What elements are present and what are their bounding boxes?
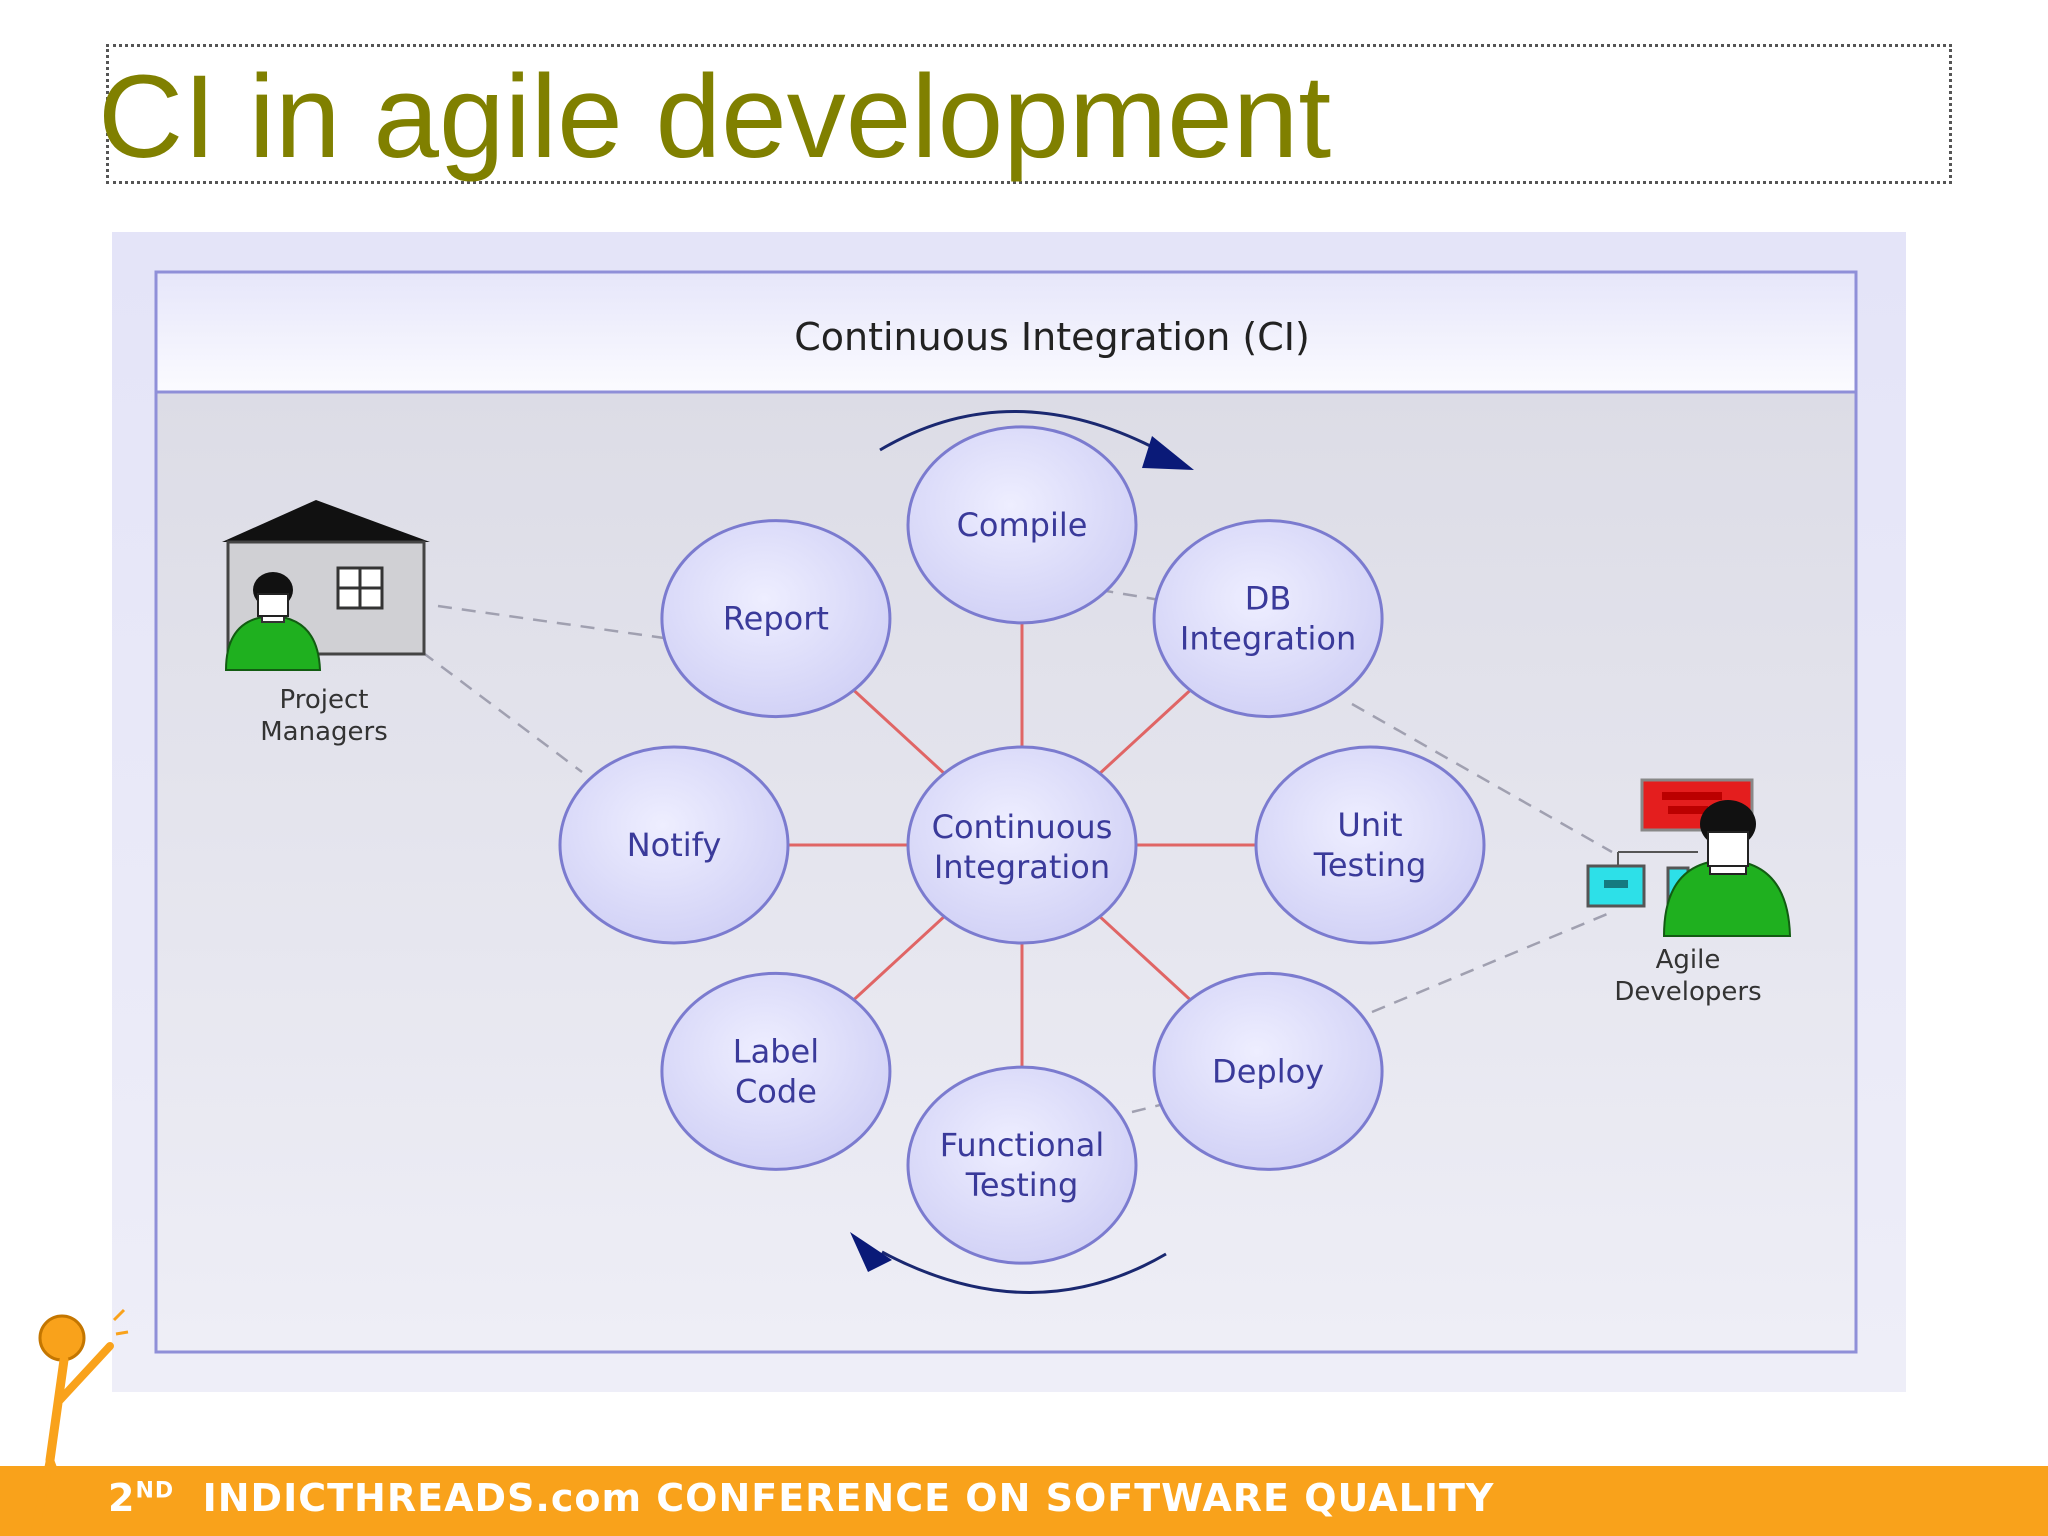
ci-diagram: Continuous Integration (CI) CompileDBInt… bbox=[112, 232, 1906, 1392]
node-functional-testing-label-line1: Functional bbox=[940, 1126, 1105, 1164]
footer-prefix: 2 bbox=[108, 1476, 136, 1520]
arrow-top-arc bbox=[879, 410, 1163, 454]
arrow-bottom-arc bbox=[881, 1250, 1167, 1294]
node-label-code-circle bbox=[660, 971, 892, 1171]
hub-node: Continuous Integration bbox=[906, 745, 1138, 945]
node-db-integration-label-line2: Integration bbox=[1180, 620, 1356, 658]
node-notify-circle bbox=[558, 745, 790, 945]
node-notify-label-line1: Notify bbox=[627, 826, 722, 864]
node-db-integration-circle bbox=[1152, 519, 1384, 719]
node-compile-label-line1: Compile bbox=[957, 506, 1088, 544]
hub-label-line1: Continuous bbox=[932, 808, 1113, 846]
footer-title: INDICTHREADS.com CONFERENCE ON SOFTWARE … bbox=[202, 1476, 1495, 1520]
node-report-circle bbox=[660, 519, 892, 719]
slide-title: CI in agile development bbox=[98, 51, 1332, 183]
project-managers-icon bbox=[222, 500, 430, 671]
node-deploy-label-line1: Deploy bbox=[1212, 1052, 1324, 1090]
project-managers-label-line1: Project bbox=[280, 685, 369, 715]
node-label-code-label-line2: Code bbox=[735, 1072, 817, 1110]
node-deploy: Deploy bbox=[1152, 971, 1384, 1171]
node-functional-testing-label-line2: Testing bbox=[965, 1166, 1079, 1204]
node-label-code-label-line1: Label bbox=[733, 1032, 819, 1070]
title-placeholder-box bbox=[106, 44, 1952, 184]
node-unit-testing-label-line1: Unit bbox=[1337, 806, 1402, 844]
arrow-bottom-head bbox=[850, 1232, 892, 1272]
node-unit-testing-label-line2: Testing bbox=[1313, 846, 1427, 884]
node-db-integration-label-line1: DB bbox=[1245, 580, 1292, 618]
panel-title: Continuous Integration (CI) bbox=[794, 315, 1310, 359]
node-notify: Notify bbox=[558, 745, 790, 945]
conference-footer-text: 2ND INDICTHREADS.com CONFERENCE ON SOFTW… bbox=[108, 1476, 1494, 1520]
project-managers-label-line2: Managers bbox=[260, 717, 388, 747]
footer-sup: ND bbox=[135, 1478, 175, 1504]
arrow-top-head bbox=[1142, 436, 1194, 470]
agile-developers-icon bbox=[1586, 778, 1792, 937]
node-report: Report bbox=[660, 519, 892, 719]
hub-label-line2: Integration bbox=[934, 848, 1110, 886]
node-unit-testing-circle bbox=[1254, 745, 1486, 945]
node-compile-circle bbox=[906, 425, 1138, 625]
node-deploy-circle bbox=[1152, 971, 1384, 1171]
ci-nodes: CompileDBIntegrationUnitTestingDeployFun… bbox=[558, 425, 1486, 1265]
mascot-logo-icon bbox=[30, 1308, 129, 1536]
node-compile: Compile bbox=[906, 425, 1138, 625]
node-functional-testing-circle bbox=[906, 1065, 1138, 1265]
conference-footer-bar bbox=[0, 1466, 2048, 1536]
panel-header bbox=[154, 270, 1858, 394]
agile-developers-label-line1: Agile bbox=[1656, 945, 1721, 975]
dashed-connectors bbox=[421, 580, 1613, 1114]
node-report-label-line1: Report bbox=[723, 600, 829, 638]
agile-developers-label-line2: Developers bbox=[1614, 977, 1761, 1007]
